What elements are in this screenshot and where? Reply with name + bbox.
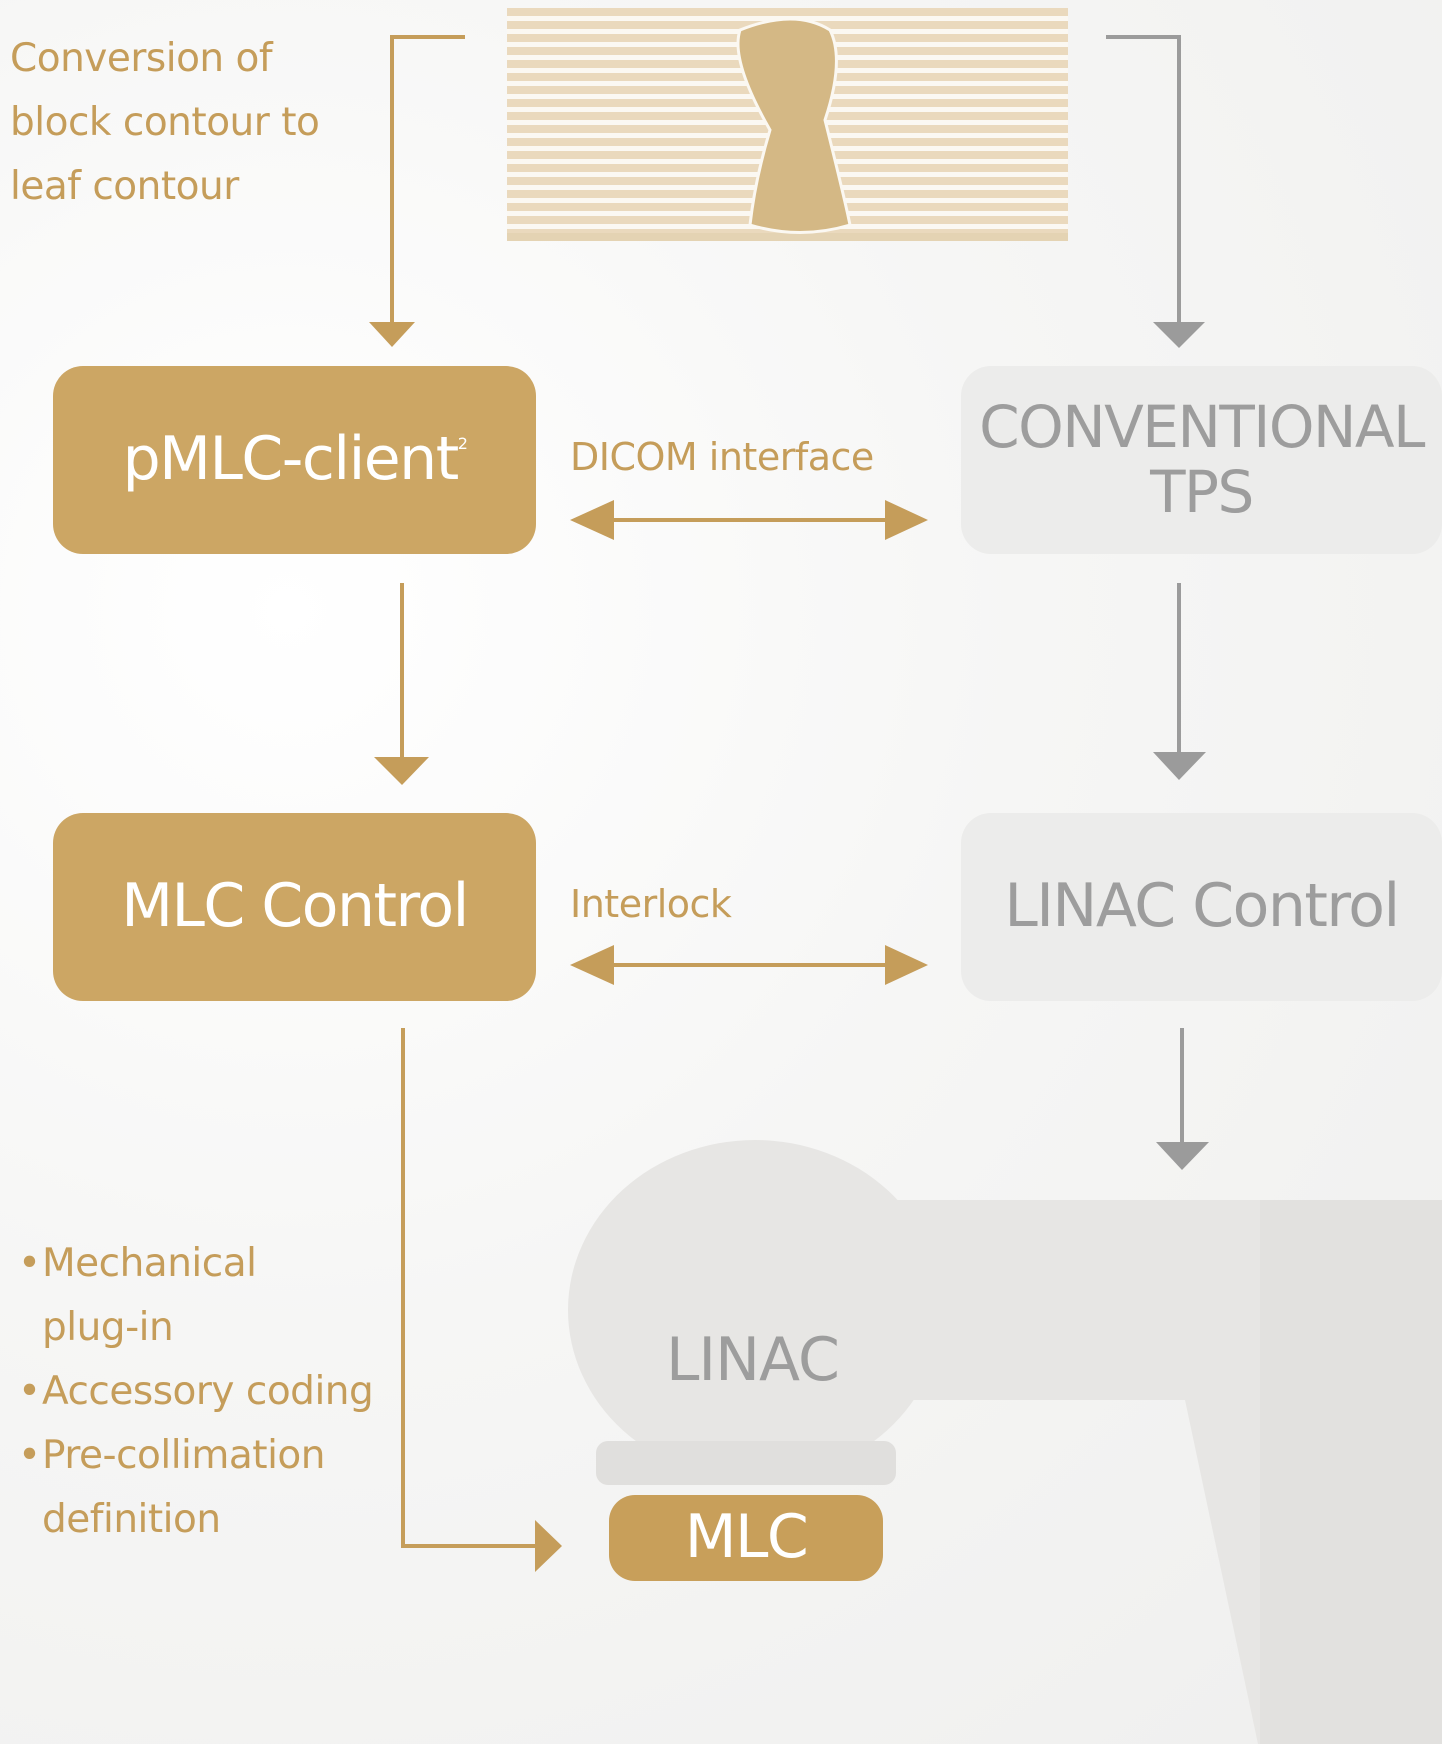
conversion-note-line: block contour to: [10, 100, 320, 145]
feature-line: Accessory coding: [42, 1369, 374, 1414]
bullet-icon: •: [18, 1241, 41, 1286]
conventional-tps-box: CONVENTIONAL TPS: [961, 366, 1442, 554]
conversion-note-line: leaf contour: [10, 164, 239, 209]
pmlc-client-box: pMLC-client2: [53, 366, 536, 554]
conversion-note: Conversion of block contour to leaf cont…: [10, 27, 320, 219]
feature-line: plug-in: [42, 1305, 174, 1350]
feature-line: Pre-collimation: [42, 1433, 325, 1478]
dicom-interface-label: DICOM interface: [570, 435, 874, 479]
interlock-label: Interlock: [570, 882, 732, 926]
pmlc-client-superscript: 2: [457, 434, 468, 454]
mlc-box: MLC: [609, 1495, 883, 1581]
pmlc-client-name: pMLC-client: [122, 424, 460, 495]
tps-line-1: CONVENTIONAL: [979, 393, 1425, 462]
mlc-control-label: MLC Control: [121, 871, 469, 942]
linac-label: LINAC: [666, 1325, 840, 1395]
tps-line-2: TPS: [1150, 458, 1254, 526]
arrow-mlccontrol-to-mlc: [401, 1028, 545, 1548]
arrow-to-pmlc: [390, 35, 465, 325]
linac-control-label: LINAC Control: [1004, 871, 1400, 942]
feature-item: • Accessory coding: [12, 1360, 374, 1424]
linac-control-box: LINAC Control: [961, 813, 1442, 1001]
mlc-control-box: MLC Control: [53, 813, 536, 1001]
feature-item: • Pre-collimation definition: [12, 1424, 373, 1552]
mlc-label: MLC: [684, 1502, 809, 1573]
feature-line: definition: [42, 1497, 221, 1542]
bullet-icon: •: [18, 1369, 41, 1414]
bullet-icon: •: [18, 1433, 41, 1478]
feature-list: • Mechanical plug-in • Accessory coding …: [12, 1232, 374, 1552]
conversion-note-line: Conversion of: [10, 36, 273, 81]
feature-line: Mechanical: [42, 1241, 257, 1286]
leaf-contour-graphic: [507, 8, 1068, 241]
feature-item: • Mechanical plug-in: [12, 1232, 373, 1360]
pmlc-client-label: pMLC-client2: [122, 424, 468, 495]
arrow-to-tps: [1106, 35, 1181, 325]
